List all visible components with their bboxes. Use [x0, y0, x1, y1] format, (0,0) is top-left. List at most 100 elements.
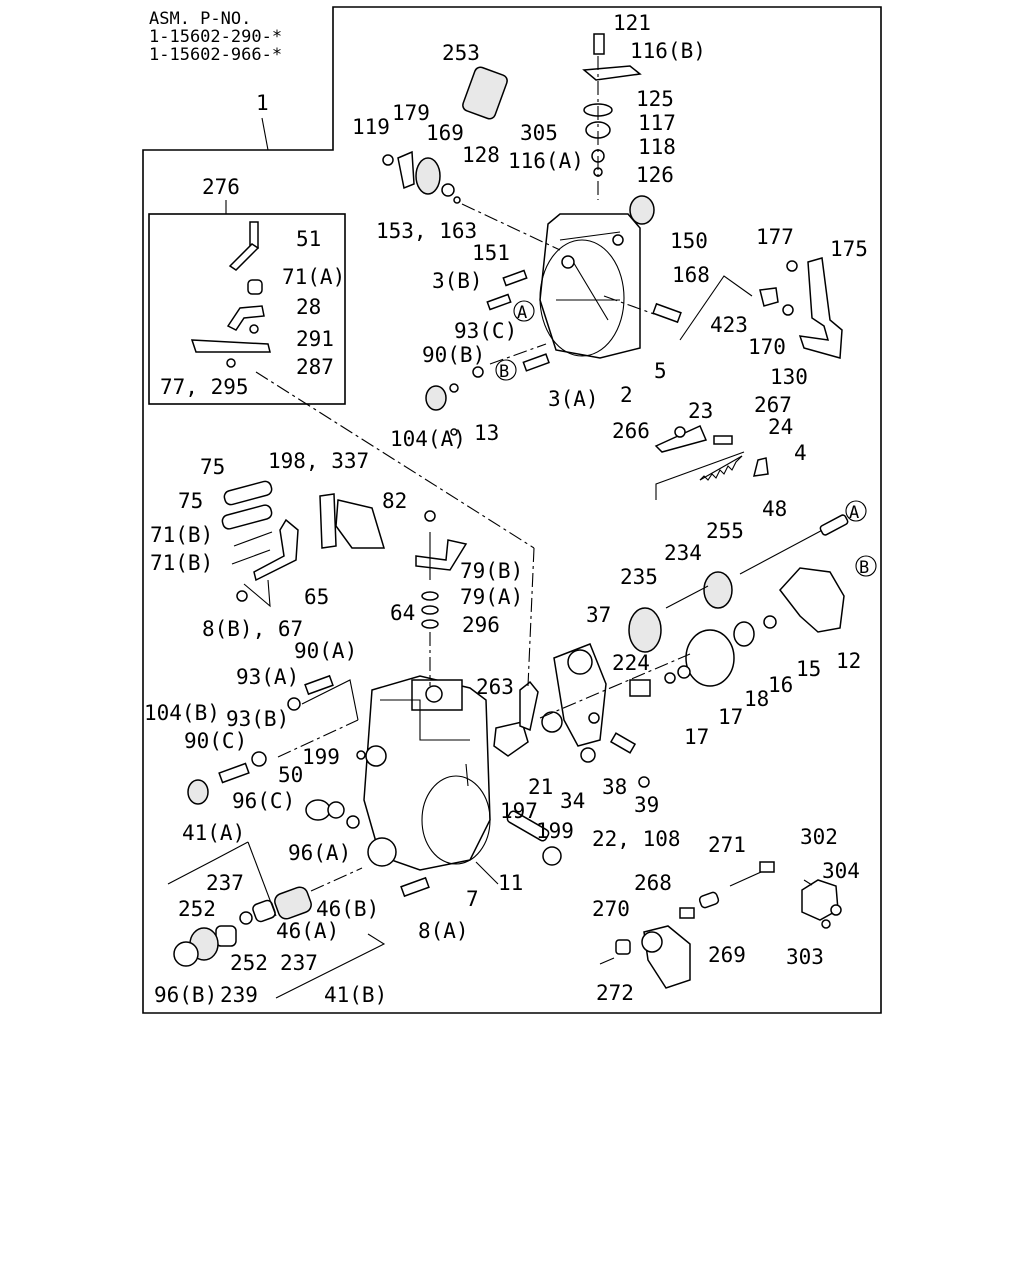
reference-markers: A B A B: [495, 300, 877, 578]
callout-28: 28: [296, 295, 321, 319]
callout-126: 126: [636, 163, 674, 187]
marker-b-upper: [495, 359, 517, 381]
marker-a-lower: [845, 500, 867, 522]
callout-268: 268: [634, 871, 672, 895]
callout-34: 34: [560, 789, 585, 813]
marker-a-upper-text: A: [517, 303, 527, 323]
callout-237-a: 237: [206, 871, 244, 895]
callout-117: 117: [638, 111, 676, 135]
lever-23-group: [654, 425, 769, 481]
callout-296: 296: [462, 613, 500, 637]
inset-box-276: [148, 213, 346, 405]
bottom-right-parts: [599, 861, 842, 989]
callout-130: 130: [770, 365, 808, 389]
callout-96a: 96(A): [288, 841, 351, 865]
callout-labels: 121 116(B) 253 125 117 305 118 119 179 1…: [144, 11, 868, 1007]
callout-3b: 3(B): [432, 269, 483, 293]
callout-169: 169: [426, 121, 464, 145]
callout-271: 271: [708, 833, 746, 857]
callout-5: 5: [654, 359, 667, 383]
callout-8a: 8(A): [418, 919, 469, 943]
callout-71b-a: 71(B): [150, 523, 213, 547]
callout-267: 267: [754, 393, 792, 417]
callout-151: 151: [472, 241, 510, 265]
callout-8b-67: 8(B), 67: [202, 617, 303, 641]
inset-parts: [190, 221, 271, 368]
callout-77-295: 77, 295: [160, 375, 249, 399]
callout-304: 304: [822, 859, 860, 883]
callout-224: 224: [612, 651, 650, 675]
callout-263: 263: [476, 675, 514, 699]
callout-104b: 104(B): [144, 701, 220, 725]
callout-2: 2: [620, 383, 633, 407]
left-side-parts: [187, 480, 468, 829]
callout-90a: 90(A): [294, 639, 357, 663]
callout-270: 270: [592, 897, 630, 921]
callout-22-108: 22, 108: [592, 827, 681, 851]
callout-15: 15: [796, 657, 821, 681]
sleeve-41-group: [173, 886, 312, 967]
callout-46b: 46(B): [316, 897, 379, 921]
assembly-frame: [142, 6, 882, 1014]
callout-37: 37: [586, 603, 611, 627]
callout-41a: 41(A): [182, 821, 245, 845]
callout-272: 272: [596, 981, 634, 1005]
callout-39: 39: [634, 793, 659, 817]
bracket-130-group: [759, 257, 843, 359]
callout-71b-b: 71(B): [150, 551, 213, 575]
assembly-ref-label: 1: [256, 91, 269, 115]
callout-170: 170: [748, 335, 786, 359]
callout-302: 302: [800, 825, 838, 849]
callout-96c: 96(C): [232, 789, 295, 813]
callout-75-b: 75: [178, 489, 203, 513]
governor-parts-right: [628, 514, 849, 687]
callout-38: 38: [602, 775, 627, 799]
callout-12: 12: [836, 649, 861, 673]
callout-150: 150: [670, 229, 708, 253]
callout-50: 50: [278, 763, 303, 787]
callout-423: 423: [710, 313, 748, 337]
callout-305: 305: [520, 121, 558, 145]
callout-116b: 116(B): [630, 39, 706, 63]
main-pump-housing: [363, 675, 491, 871]
leader-lines: [167, 56, 813, 999]
callout-48: 48: [762, 497, 787, 521]
marker-b-lower-text: B: [859, 558, 869, 578]
callout-64: 64: [390, 601, 415, 625]
callout-90c: 90(C): [184, 729, 247, 753]
callout-3a: 3(A): [548, 387, 599, 411]
callout-179: 179: [392, 101, 430, 125]
assembly-header: ASM. P-NO. 1-15602-290-* 1-15602-966-*: [149, 9, 282, 65]
callout-23: 23: [688, 399, 713, 423]
callout-93a: 93(A): [236, 665, 299, 689]
callout-199-a: 199: [302, 745, 340, 769]
callout-90b: 90(B): [422, 343, 485, 367]
callout-198-337: 198, 337: [268, 449, 369, 473]
callout-41b: 41(B): [324, 983, 387, 1007]
callout-46a: 46(A): [276, 919, 339, 943]
callout-13: 13: [474, 421, 499, 445]
callout-153-163: 153, 163: [376, 219, 477, 243]
callout-7: 7: [466, 887, 479, 911]
callout-18: 18: [744, 687, 769, 711]
callout-79b: 79(B): [460, 559, 523, 583]
asm-part-number-1: 1-15602-290-*: [149, 27, 282, 47]
center-parts: [400, 643, 651, 898]
asm-part-number-2: 1-15602-966-*: [149, 45, 282, 65]
callout-93b: 93(B): [226, 707, 289, 731]
callout-82: 82: [382, 489, 407, 513]
callout-168: 168: [672, 263, 710, 287]
callout-93c: 93(C): [454, 319, 517, 343]
callout-4: 4: [794, 441, 807, 465]
callout-255: 255: [706, 519, 744, 543]
callout-79a: 79(A): [460, 585, 523, 609]
callout-287: 287: [296, 355, 334, 379]
marker-a-upper: [513, 300, 535, 322]
marker-b-upper-text: B: [499, 362, 509, 382]
callout-119: 119: [352, 115, 390, 139]
callout-24: 24: [768, 415, 793, 439]
callout-197: 197: [500, 799, 538, 823]
callout-75-a: 75: [200, 455, 225, 479]
asm-label: ASM. P-NO.: [149, 9, 251, 29]
